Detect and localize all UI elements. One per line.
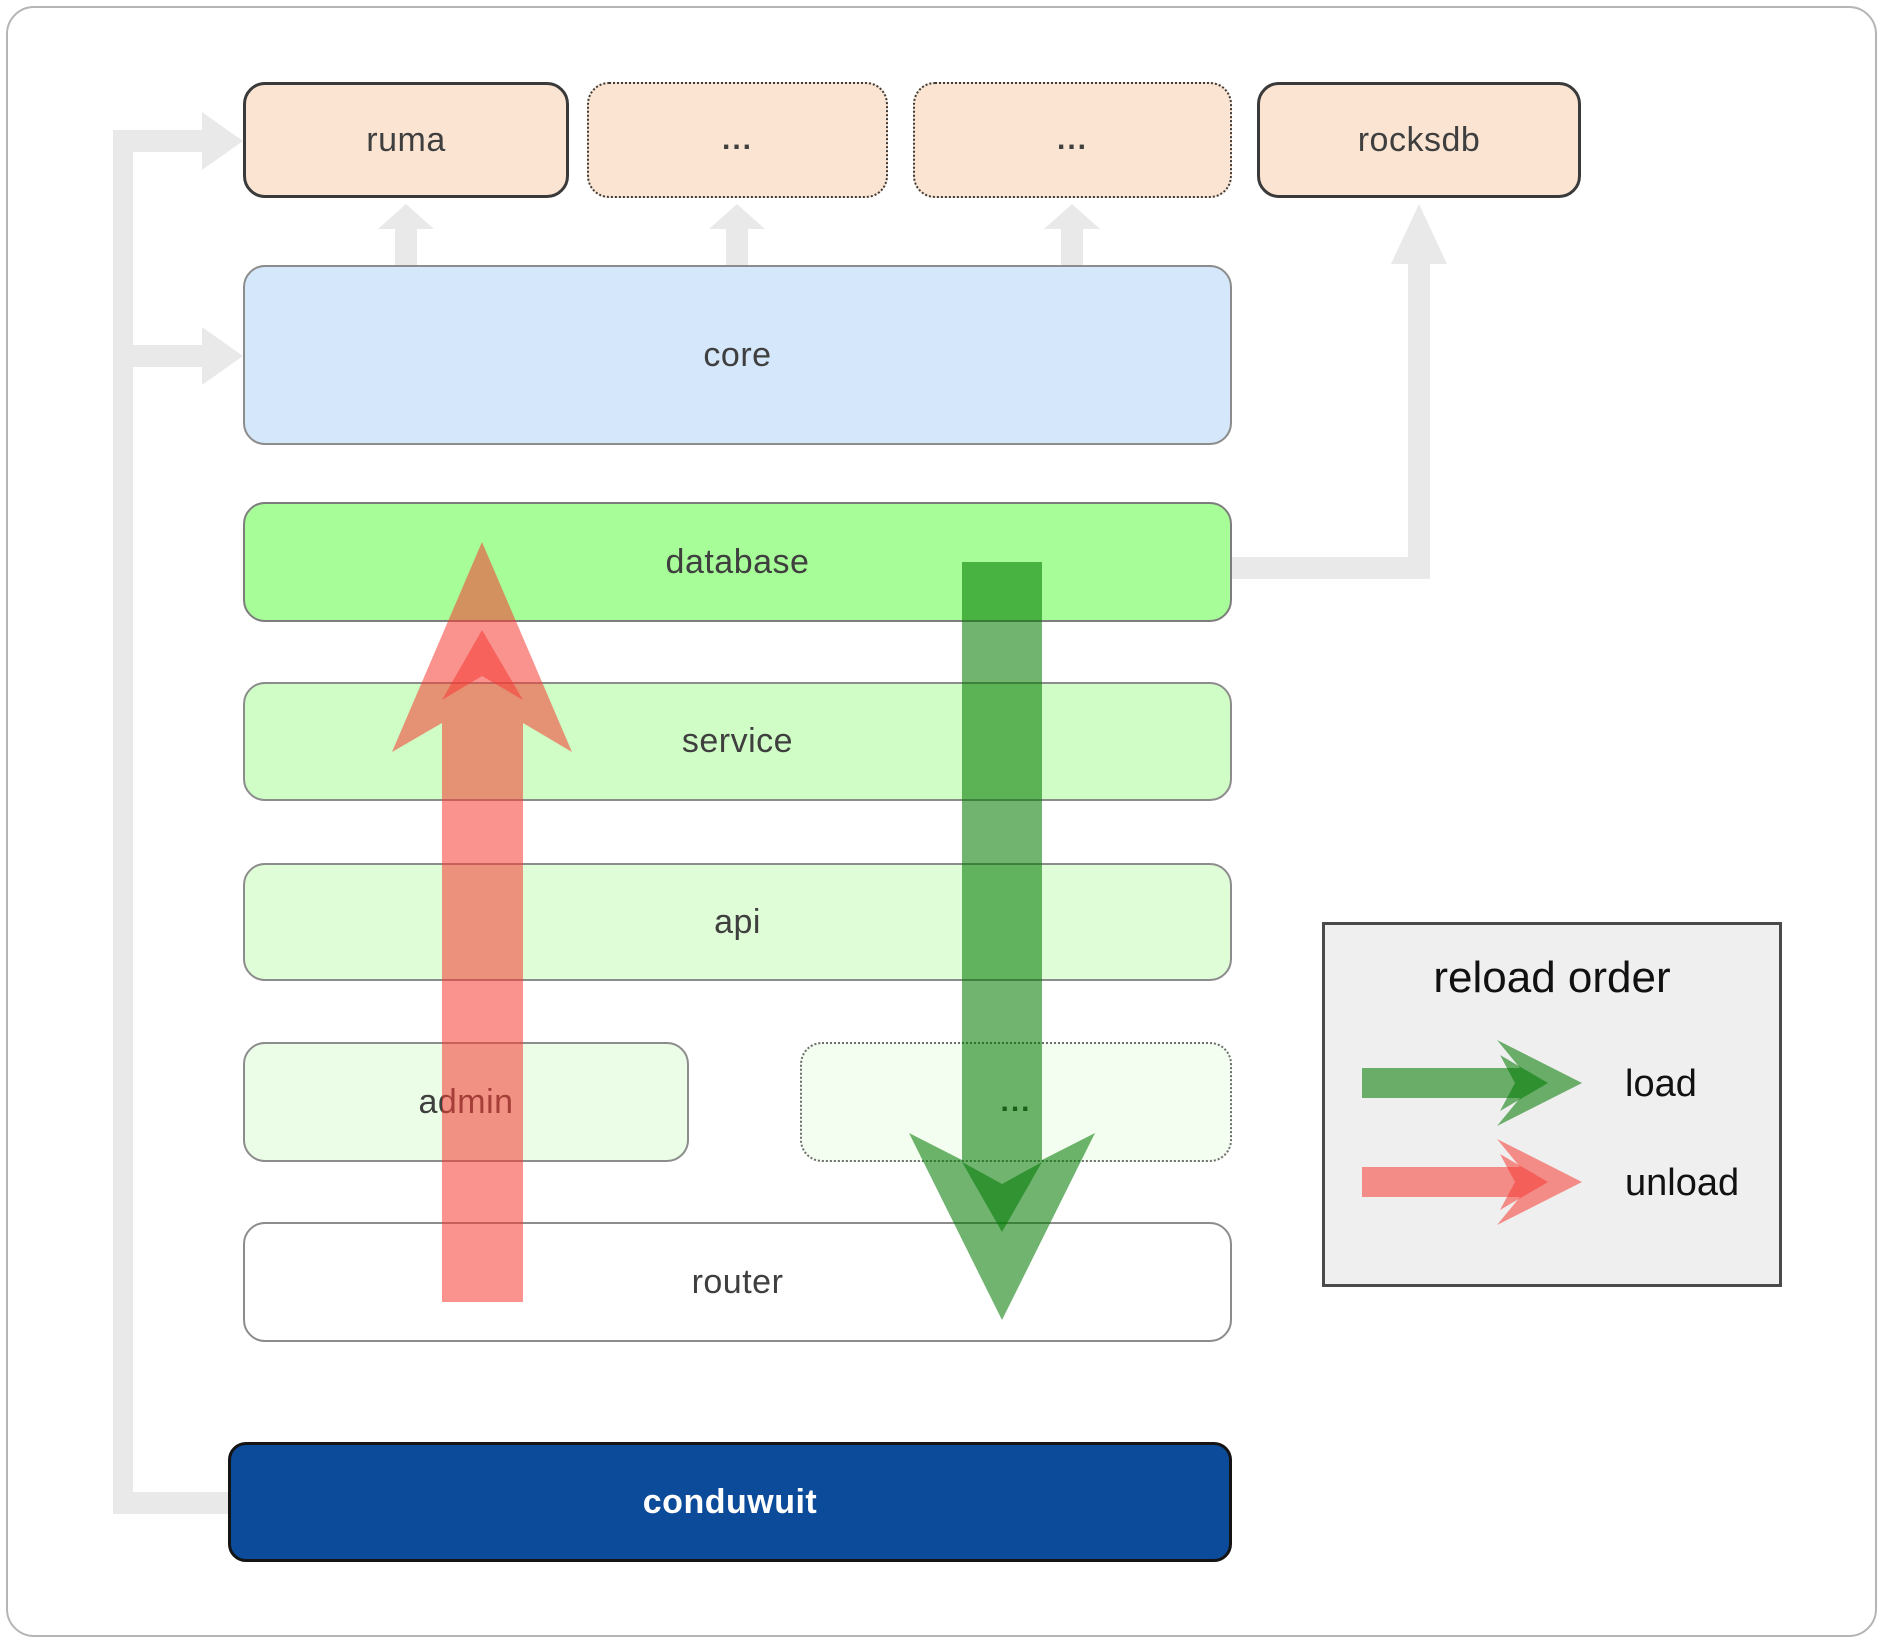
box-ellipsis-2: ... [913, 82, 1232, 198]
box-router: router [243, 1222, 1232, 1342]
diagram-frame [6, 6, 1877, 1637]
box-admin-ellipsis-label: ... [1000, 1085, 1032, 1118]
box-router-label: router [691, 1262, 784, 1301]
box-rocksdb: rocksdb [1257, 82, 1581, 198]
legend-unload-label: unload [1625, 1162, 1740, 1204]
box-ruma: ruma [243, 82, 569, 198]
box-core: core [243, 265, 1232, 445]
box-ellipsis-1-label: ... [721, 123, 753, 156]
box-service: service [243, 682, 1232, 801]
box-conduwuit: conduwuit [228, 1442, 1232, 1562]
legend-load-label: load [1625, 1063, 1697, 1105]
box-api: api [243, 863, 1232, 981]
box-ellipsis-2-label: ... [1056, 123, 1088, 156]
box-service-label: service [681, 722, 794, 760]
box-ruma-label: ruma [366, 120, 446, 159]
box-api-label: api [714, 902, 761, 941]
box-admin-ellipsis: ... [800, 1042, 1232, 1162]
box-admin-label: admin [418, 1082, 514, 1121]
box-rocksdb-label: rocksdb [1357, 120, 1481, 159]
box-database-label: database [665, 542, 810, 581]
legend-title: reload order [1433, 953, 1671, 1002]
box-database: database [243, 502, 1232, 622]
box-ellipsis-1: ... [587, 82, 888, 198]
box-admin: admin [243, 1042, 689, 1162]
box-core-label: core [703, 335, 772, 374]
legend-reload-order: reload order load unload [1322, 922, 1782, 1287]
box-conduwuit-label: conduwuit [642, 1482, 818, 1521]
